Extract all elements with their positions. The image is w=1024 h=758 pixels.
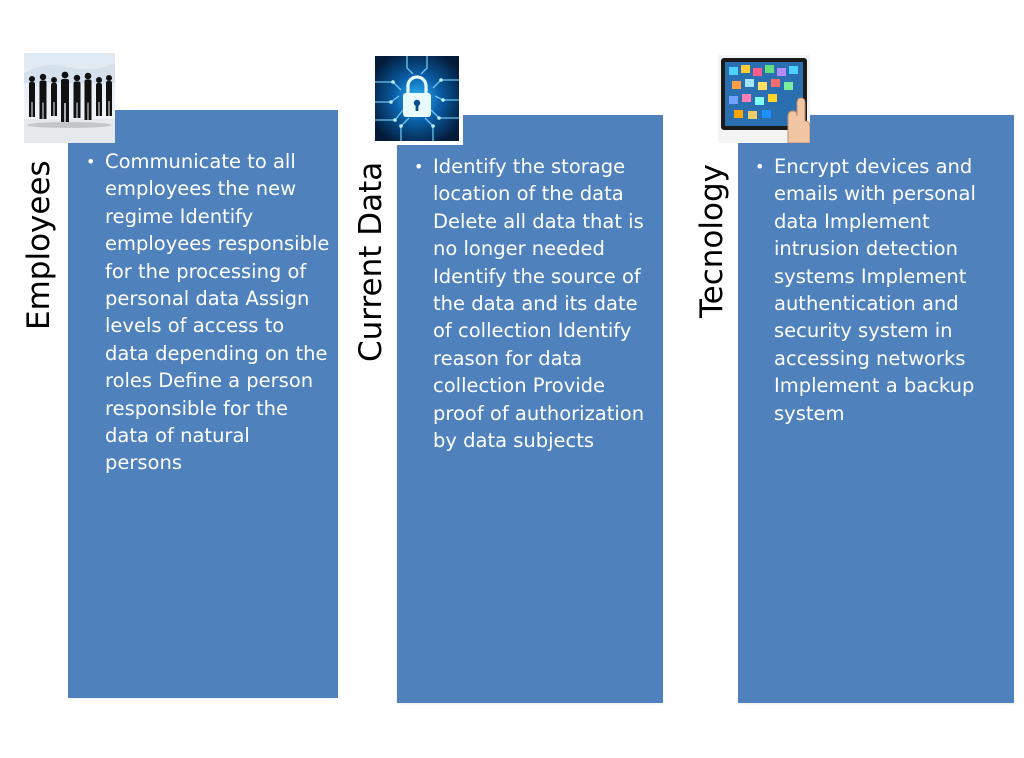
tecnology-list: Encrypt devices and emails with personal… bbox=[755, 153, 1007, 427]
current-data-list: Identify the storage location of the dat… bbox=[414, 153, 658, 454]
current-data-image bbox=[371, 52, 463, 145]
tecnology-text: Encrypt devices and emails with personal… bbox=[755, 153, 1007, 427]
employees-image bbox=[24, 53, 115, 143]
employees-title: Employees bbox=[21, 160, 57, 330]
tablet-apps-touch-icon bbox=[718, 55, 810, 143]
tecnology-title: Tecnology bbox=[694, 163, 730, 318]
business-people-silhouette-icon bbox=[24, 53, 115, 143]
employees-list: Communicate to all employees the new reg… bbox=[86, 148, 330, 477]
current-data-text: Identify the storage location of the dat… bbox=[414, 153, 658, 454]
circuit-padlock-icon bbox=[375, 56, 459, 141]
current-data-title: Current Data bbox=[353, 161, 389, 362]
tecnology-image bbox=[718, 55, 810, 143]
employees-text: Communicate to all employees the new reg… bbox=[86, 148, 330, 477]
